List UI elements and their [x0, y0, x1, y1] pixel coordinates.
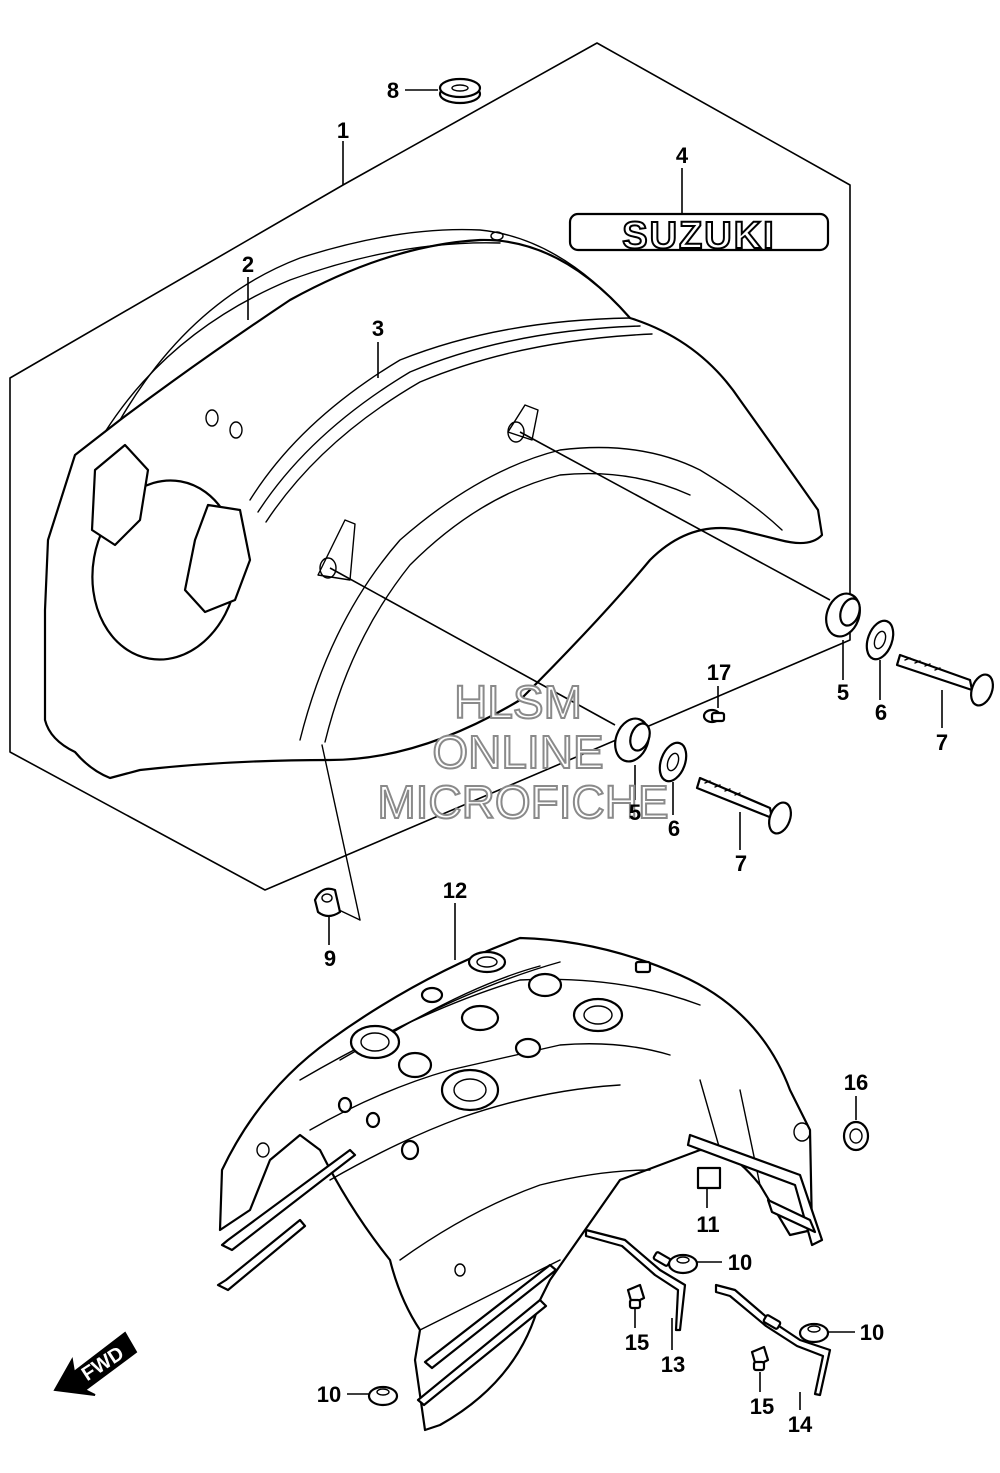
callout-5-upper: 5: [837, 680, 849, 705]
watermark: HLSM ONLINE MICROFICHE: [376, 675, 669, 829]
rear-fender: [43, 228, 824, 780]
screw-17: [702, 708, 726, 724]
watermark-line-2: ONLINE: [432, 726, 603, 778]
callout-12: 12: [443, 878, 467, 903]
fwd-arrow-icon: FWD: [53, 1331, 138, 1396]
nut-16: [842, 1120, 870, 1152]
grommet-8: [438, 77, 482, 105]
callout-15-left: 15: [625, 1330, 649, 1355]
callout-1: 1: [337, 118, 349, 143]
callout-7-lower: 7: [735, 851, 747, 876]
bolt-15-left: [626, 1283, 646, 1310]
watermark-line-3: MICROFICHE: [377, 776, 668, 828]
callout-15-right: 15: [750, 1394, 774, 1419]
callout-13: 13: [661, 1352, 685, 1377]
callout-10-upper: 10: [728, 1250, 752, 1275]
nut-10-upper: [667, 1253, 699, 1275]
callout-6-lower: 6: [668, 816, 680, 841]
callout-5-lower: 5: [629, 800, 641, 825]
watermark-line-1: HLSM: [454, 676, 582, 728]
inner-fender: [216, 936, 824, 1432]
washer-6-lower: [658, 741, 688, 783]
spacer-5-upper: [825, 592, 861, 638]
bolt-7-upper: [895, 653, 994, 707]
callout-7-upper: 7: [936, 730, 948, 755]
label-11: [696, 1166, 722, 1190]
callout-10-lower: 10: [317, 1382, 341, 1407]
washer-6-upper: [865, 619, 895, 661]
callout-2: 2: [242, 252, 254, 277]
callout-6-upper: 6: [875, 700, 887, 725]
bracket-14: [714, 1283, 832, 1397]
callout-4: 4: [676, 143, 689, 168]
nut-9: [313, 887, 342, 918]
bracket-13: [584, 1228, 687, 1332]
bolt-15-right: [750, 1345, 770, 1372]
assembly-outline: [9, 42, 851, 891]
callout-14: 14: [788, 1412, 813, 1437]
callout-11: 11: [696, 1212, 719, 1237]
callout-16: 16: [844, 1070, 868, 1095]
nut-10-right: [798, 1322, 830, 1344]
spacer-5-lower: [614, 717, 651, 763]
callout-3: 3: [372, 316, 384, 341]
callout-8: 8: [387, 78, 399, 103]
callout-17: 17: [707, 660, 731, 685]
callout-10-right: 10: [860, 1320, 884, 1345]
suzuki-emblem: SUZUKI: [568, 212, 830, 258]
callout-9: 9: [324, 946, 336, 971]
bolt-7-lower: [695, 776, 792, 835]
callout-labels: 1 2 3 4 5 6 7 5 6 7 8 9 10 10 10 11 12 1…: [242, 78, 948, 1437]
nut-10-lower: [367, 1385, 399, 1407]
emblem-text: SUZUKI: [622, 215, 775, 257]
